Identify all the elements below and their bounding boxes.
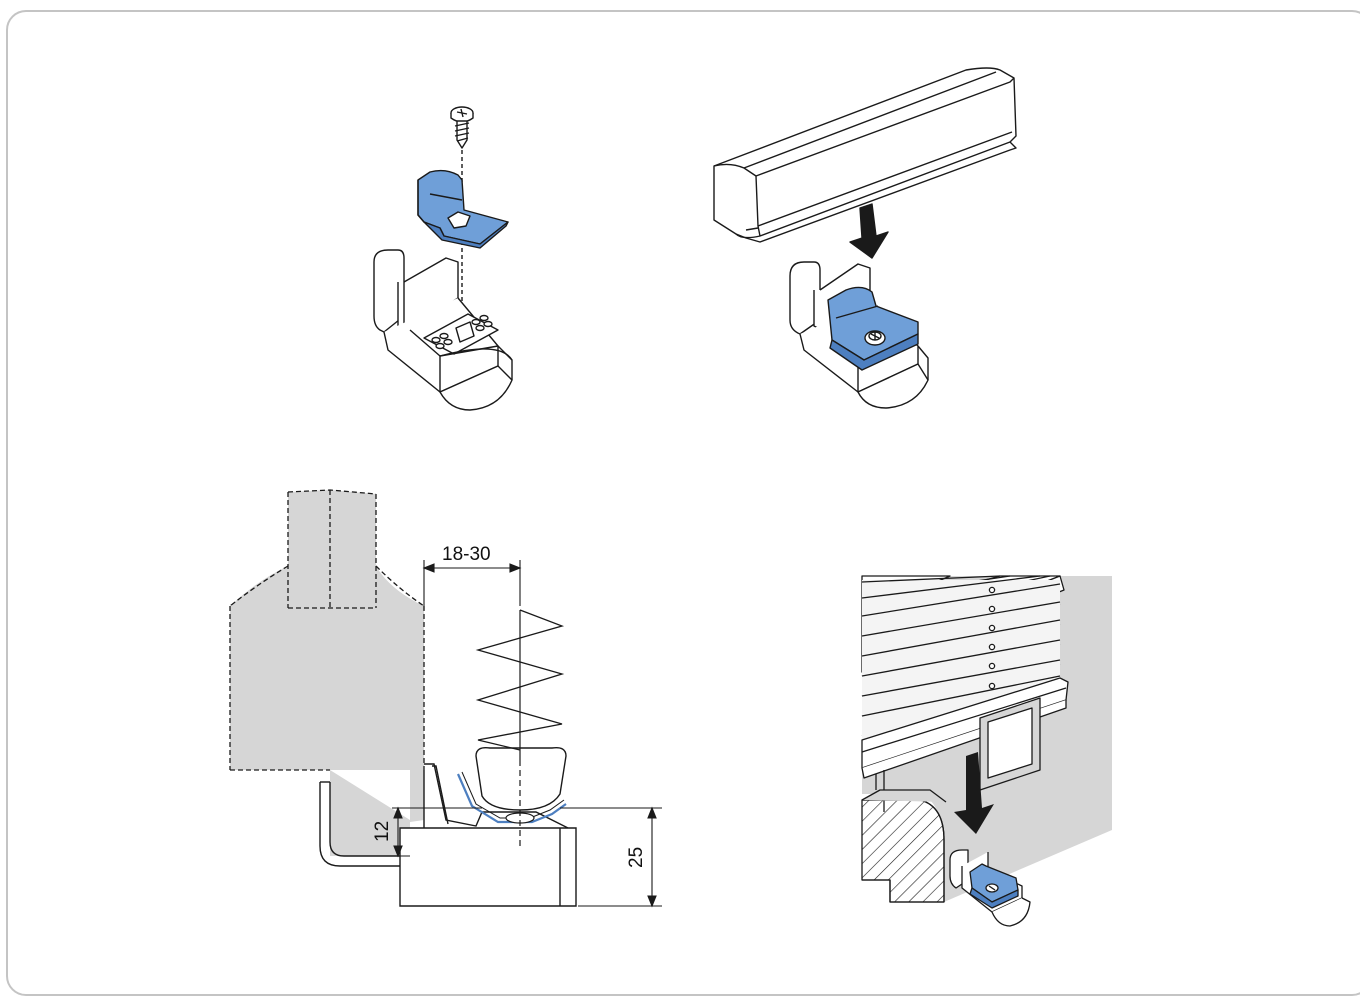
- step-4-installed-blind: [861, 575, 1112, 927]
- end-holder-base: [373, 249, 513, 411]
- pleated-blind: [861, 575, 1069, 779]
- dimension-label-12: 12: [372, 821, 393, 842]
- down-arrow-icon: [849, 203, 889, 259]
- headrail-profile: [713, 67, 1017, 243]
- dimension-horizontal: [422, 560, 522, 610]
- screw-icon: [450, 106, 474, 149]
- dimension-label-25: 25: [626, 847, 647, 868]
- window-recess: [979, 697, 1041, 791]
- dimension-right-height: [560, 806, 662, 908]
- dimension-left-height: [392, 806, 482, 858]
- step-3-section-dimensions: 18-30 12 25: [229, 489, 662, 908]
- step-2-headrail-onto-holder: [713, 67, 1017, 409]
- down-arrow-icon: [954, 752, 994, 834]
- window-sill-section: [861, 799, 945, 903]
- step-1-clip-and-screw: [373, 106, 513, 411]
- blue-clip-part: [417, 169, 509, 249]
- small-end-holder: [949, 849, 1031, 927]
- window-frame-section: [230, 490, 424, 822]
- mounting-cup-section: [475, 746, 567, 811]
- dimension-label-18-30: 18-30: [442, 544, 491, 565]
- end-holder-with-clip: [789, 261, 929, 409]
